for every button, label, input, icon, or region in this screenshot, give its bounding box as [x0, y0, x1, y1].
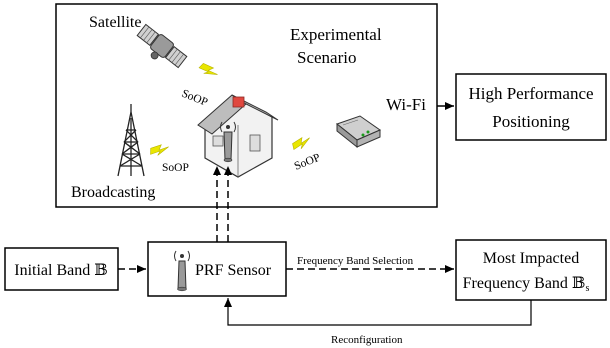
- impacted-box: [455, 239, 607, 301]
- positioning-line1: High Performance: [468, 84, 593, 103]
- wifi-router-icon: [335, 115, 382, 149]
- positioning-box: [455, 73, 607, 141]
- sensor-box: [147, 241, 287, 297]
- reconfig-label: Reconfiguration: [331, 334, 403, 346]
- lightning-icon: [292, 137, 310, 151]
- impacted-subscript: s: [585, 283, 589, 294]
- broadcast-tower-icon: [117, 104, 145, 177]
- house-icon: [197, 94, 279, 178]
- antenna-icon: [174, 250, 190, 292]
- scenario-title-line1: Experimental: [290, 25, 382, 44]
- reconfig-arrow: [224, 298, 532, 326]
- impacted-line2: Frequency Band 𝔹s: [463, 275, 590, 294]
- broadcasting-label: Broadcasting: [71, 184, 155, 201]
- selection-label: Frequency Band Selection: [297, 255, 414, 267]
- wifi-label: Wi-Fi: [386, 95, 426, 114]
- soop-label-broadcast: SoOP: [162, 162, 189, 174]
- positioning-line2: Positioning: [492, 112, 570, 131]
- scenario-title-line2: Scenario: [297, 48, 356, 67]
- impacted-line1: Most Impacted: [483, 250, 579, 267]
- satellite-icon: [136, 23, 188, 69]
- lightning-icon: [150, 144, 169, 156]
- sensor-label: PRF Sensor: [195, 262, 272, 279]
- initial-band-box: [4, 247, 119, 291]
- antenna-icon: [220, 121, 236, 163]
- initial-band-label: Initial Band 𝔹: [14, 262, 108, 279]
- satellite-label: Satellite: [89, 14, 141, 31]
- lightning-icon: [198, 63, 218, 75]
